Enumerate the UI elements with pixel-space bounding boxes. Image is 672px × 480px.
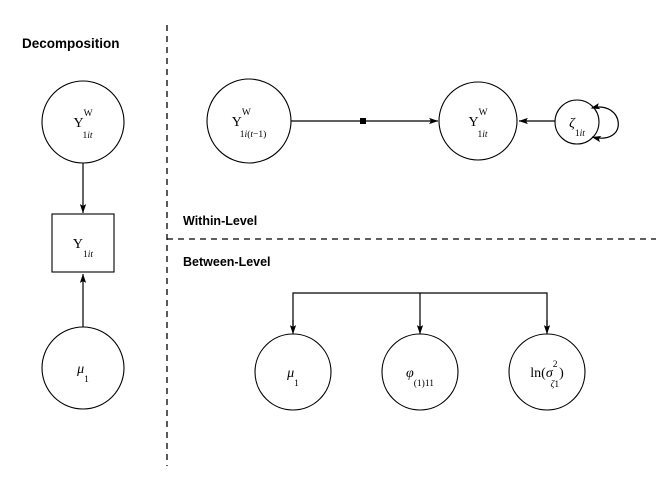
node-between-autoregression[interactable]: φ(1)11 — [381, 333, 459, 411]
node-label: φ(1)11 — [406, 366, 434, 389]
node-between-mean[interactable]: μ1 — [254, 333, 332, 411]
circle-shape — [41, 326, 125, 410]
node-within-residual[interactable]: ζ1it — [554, 99, 600, 145]
within-level-label: Within-Level — [183, 214, 257, 228]
circle-shape — [254, 333, 332, 411]
node-label: μ1 — [286, 366, 299, 389]
circle-shape — [381, 333, 459, 411]
decomposition-title: Decomposition — [22, 36, 120, 51]
square-shape — [51, 213, 115, 273]
edge-parameter-marker — [360, 118, 366, 124]
between-level-label: Between-Level — [183, 255, 271, 269]
circle-shape — [438, 81, 518, 161]
node-label: ζ1it — [569, 116, 585, 139]
node-decomposition-observed[interactable]: Y1it — [51, 213, 115, 273]
node-label: Y1it — [73, 237, 94, 260]
edge-residual-self-loop — [590, 103, 619, 143]
circle-shape — [508, 333, 586, 411]
node-decomposition-mean[interactable]: μ1 — [41, 326, 125, 410]
node-label: μ1 — [76, 362, 89, 385]
circle-shape — [206, 78, 292, 164]
